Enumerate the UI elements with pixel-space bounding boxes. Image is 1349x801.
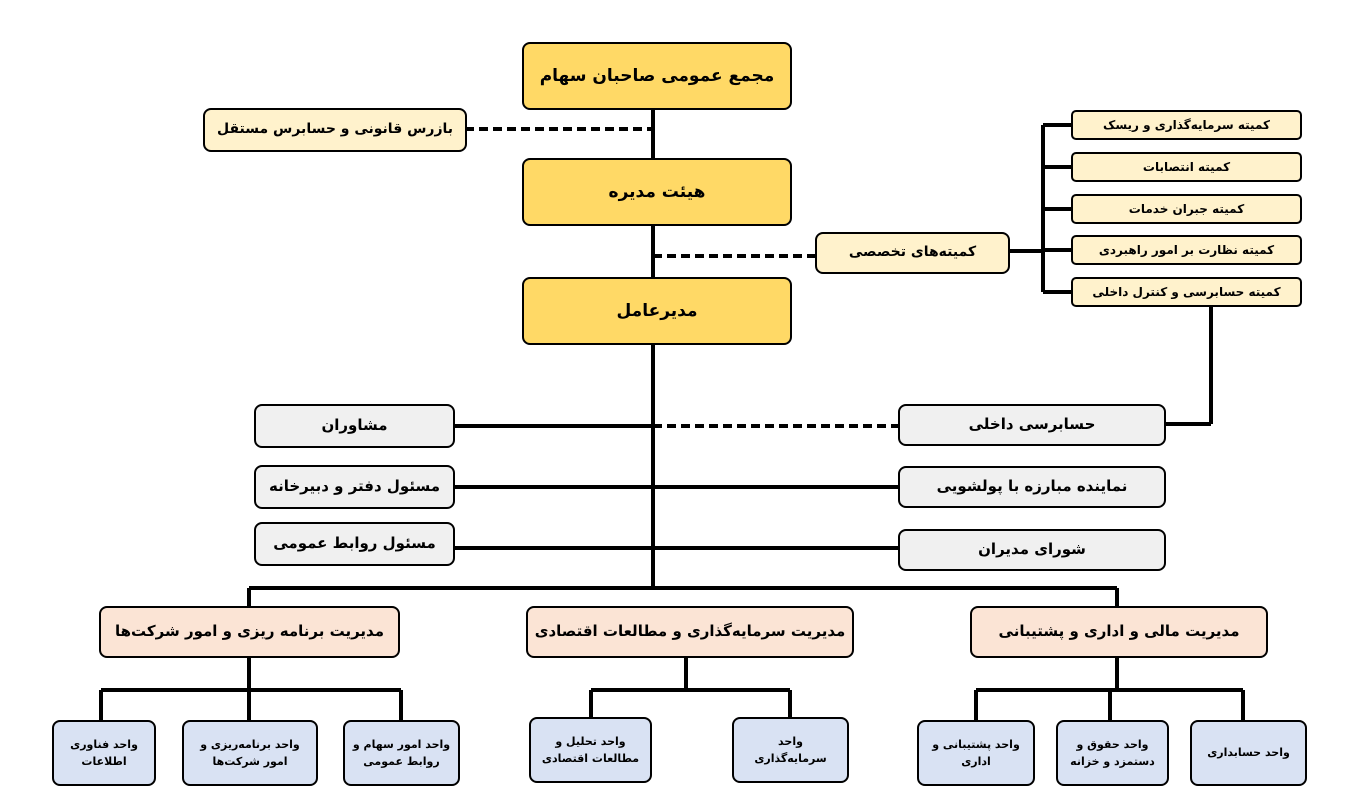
committee-item[interactable]: کمیته سرمایه‌گذاری و ریسک [1071,110,1302,140]
shareholders-assembly-box[interactable]: مجمع عمومی صاحبان سهام [522,42,792,110]
department-investment-box[interactable]: مدیریت سرمایه‌گذاری و مطالعات اقتصادی [526,606,854,658]
staff-aml-box[interactable]: نماینده مبارزه با پولشویی [898,466,1166,508]
unit-payroll-treasury-box[interactable]: واحد حقوق و دستمزد و خزانه [1056,720,1169,786]
unit-economic-analysis-box[interactable]: واحد تحلیل و مطالعات اقتصادی [529,717,652,783]
unit-shares-pr-box[interactable]: واحد امور سهام و روابط عمومی [343,720,460,786]
committee-item[interactable]: کمیته حسابرسی و کنترل داخلی [1071,277,1302,307]
committee-label: کمیته حسابرسی و کنترل داخلی [1092,284,1281,299]
staff-managers-council-label: شورای مدیران [978,540,1086,559]
staff-office-box[interactable]: مسئول دفتر و دبیرخانه [254,465,455,509]
committee-item[interactable]: کمیته نظارت بر امور راهبردی [1071,235,1302,265]
staff-internal-audit-label: حسابرسی داخلی [968,415,1096,434]
unit-label: واحد تحلیل و مطالعات اقتصادی [541,734,640,765]
auditor-box[interactable]: بازرس قانونی و حسابرس مستقل [203,108,467,152]
department-finance-box[interactable]: مدیریت مالی و اداری و پشتیبانی [970,606,1268,658]
unit-planning-box[interactable]: واحد برنامه‌ریزی و امور شرکت‌ها [182,720,318,786]
staff-advisors-label: مشاوران [321,416,388,435]
staff-managers-council-box[interactable]: شورای مدیران [898,529,1166,571]
committee-item[interactable]: کمیته جبران خدمات [1071,194,1302,224]
staff-office-label: مسئول دفتر و دبیرخانه [269,477,441,496]
staff-aml-label: نماینده مبارزه با پولشویی [936,477,1128,496]
unit-label: واحد حقوق و دستمزد و خزانه [1070,737,1155,768]
shareholders-assembly-label: مجمع عمومی صاحبان سهام [539,65,775,86]
unit-investment-box[interactable]: واحد سرمایه‌گذاری [732,717,849,783]
staff-pr-box[interactable]: مسئول روابط عمومی [254,522,455,566]
unit-admin-support-box[interactable]: واحد پشتیبانی و اداری [917,720,1035,786]
committee-label: کمیته انتصابات [1142,159,1231,174]
department-investment-label: مدیریت سرمایه‌گذاری و مطالعات اقتصادی [534,622,846,641]
board-of-directors-label: هیئت مدیره [608,181,706,202]
board-of-directors-box[interactable]: هیئت مدیره [522,158,792,226]
unit-accounting-box[interactable]: واحد حسابداری [1190,720,1307,786]
committee-label: کمیته جبران خدمات [1128,201,1245,216]
unit-label: واحد برنامه‌ریزی و امور شرکت‌ها [200,737,300,768]
staff-pr-label: مسئول روابط عمومی [273,534,436,553]
ceo-label: مدیرعامل [616,300,698,321]
department-planning-box[interactable]: مدیریت برنامه ریزی و امور شرکت‌ها [99,606,400,658]
staff-advisors-box[interactable]: مشاوران [254,404,455,448]
department-finance-label: مدیریت مالی و اداری و پشتیبانی [998,622,1240,641]
auditor-label: بازرس قانونی و حسابرس مستقل [216,121,454,138]
specialized-committees-label: کمیته‌های تخصصی [848,244,977,261]
unit-label: واحد سرمایه‌گذاری [754,734,827,765]
specialized-committees-box[interactable]: کمیته‌های تخصصی [815,232,1010,274]
ceo-box[interactable]: مدیرعامل [522,277,792,345]
committee-item[interactable]: کمیته انتصابات [1071,152,1302,182]
department-planning-label: مدیریت برنامه ریزی و امور شرکت‌ها [115,622,385,641]
staff-internal-audit-box[interactable]: حسابرسی داخلی [898,404,1166,446]
unit-label: واحد پشتیبانی و اداری [932,737,1020,768]
unit-label: واحد فناوری اطلاعات [70,737,138,768]
unit-label: واحد حسابداری [1207,746,1290,760]
committee-label: کمیته نظارت بر امور راهبردی [1098,242,1275,257]
committee-label: کمیته سرمایه‌گذاری و ریسک [1103,117,1270,132]
unit-it-box[interactable]: واحد فناوری اطلاعات [52,720,156,786]
unit-label: واحد امور سهام و روابط عمومی [352,737,451,768]
